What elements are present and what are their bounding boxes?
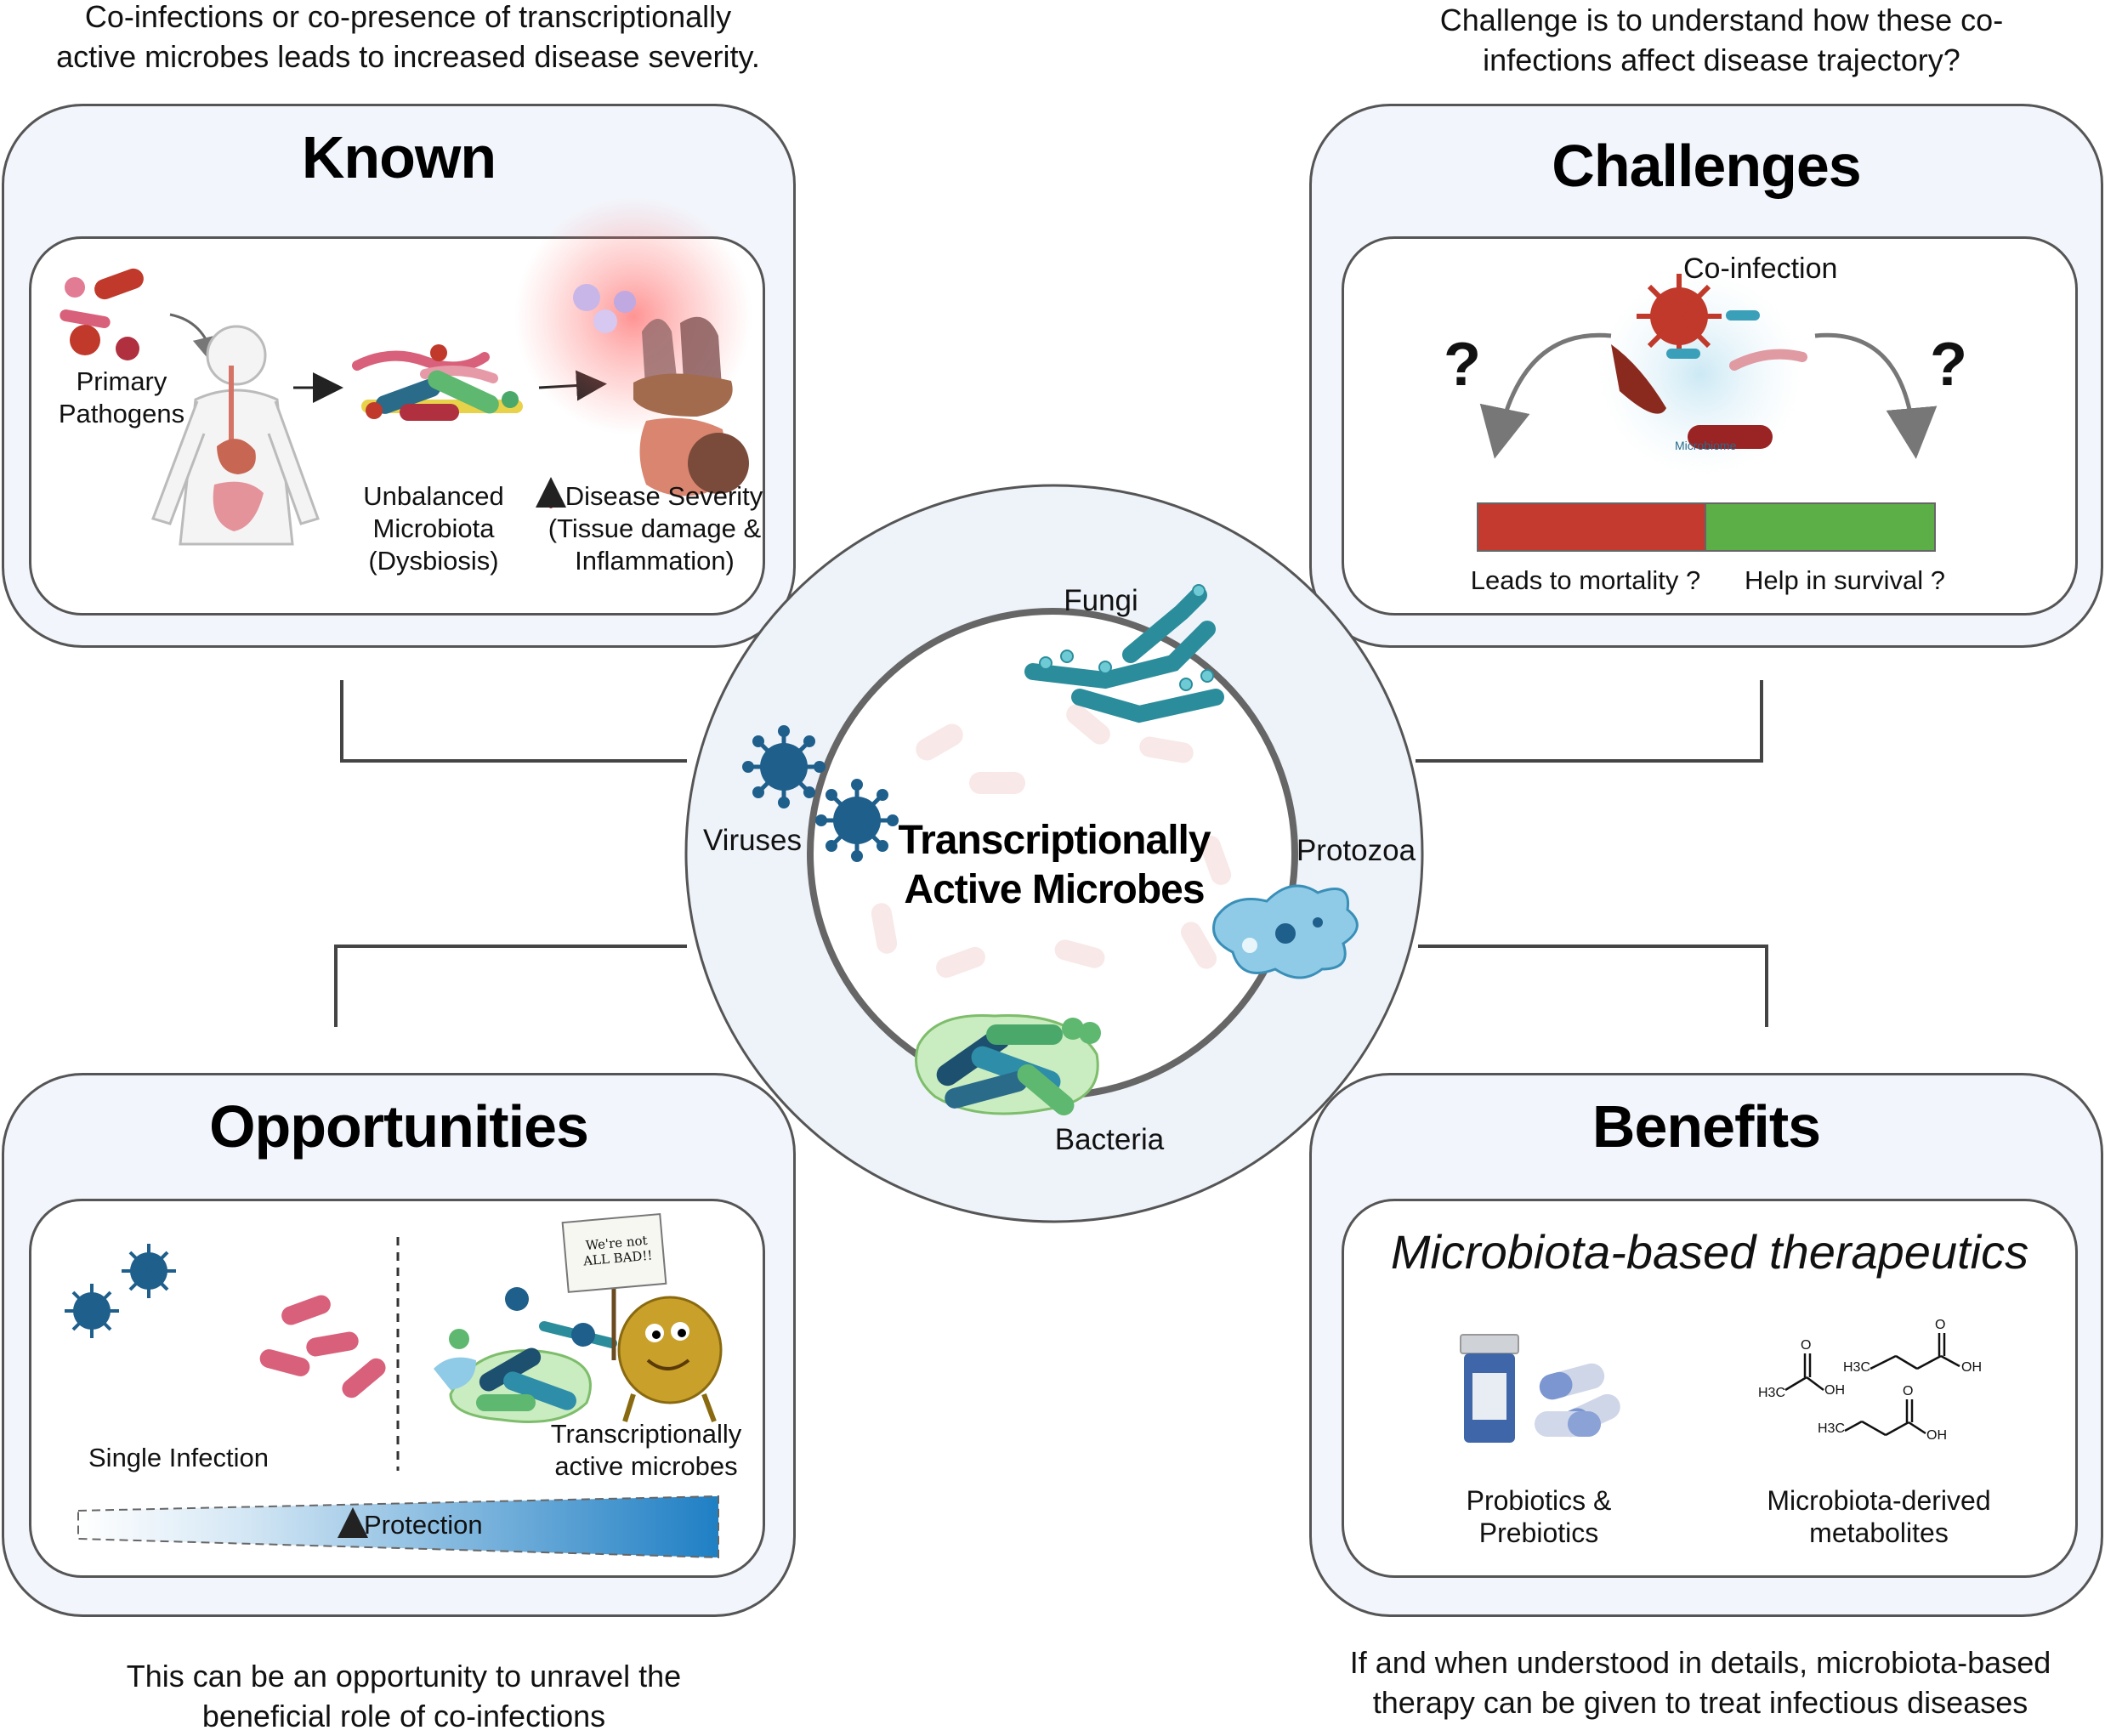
virus-center-1 — [742, 725, 826, 808]
butyrate-o: O — [1935, 1318, 1946, 1332]
bacteria-cluster-center — [915, 1013, 1101, 1115]
microbiome-tag: Microbiome — [1675, 439, 1737, 452]
butyrate-oh: OH — [1961, 1360, 1982, 1375]
acetate-structure — [1784, 1353, 1824, 1392]
dysbiosis-illustration — [352, 344, 523, 421]
propionate-oh: OH — [1926, 1428, 1947, 1443]
survival-label: Help in survival ? — [1744, 565, 1946, 595]
fungi-illustration — [1024, 587, 1224, 723]
therapeutics-subtitle: Microbiota-based therapeutics — [1390, 1225, 2029, 1279]
caption-challenges: Challenge is to understand how these co-… — [1439, 3, 2004, 77]
capsules-icon — [1535, 1363, 1620, 1438]
single-infection-viruses — [65, 1244, 176, 1338]
digestive-tract-icon — [213, 366, 264, 531]
mortality-bar — [1477, 502, 1706, 552]
propionate-o: O — [1903, 1384, 1914, 1398]
acetate-o: O — [1801, 1338, 1812, 1353]
single-infection-label: Single Infection — [88, 1443, 269, 1472]
question-mark-right: ? — [1930, 331, 1967, 399]
primary-pathogens-cluster — [60, 268, 144, 360]
bacteria-label: Bacteria — [1054, 1123, 1165, 1156]
organs-illustration — [573, 284, 749, 496]
connector-known — [340, 680, 687, 763]
active-microbes-cluster — [434, 1287, 617, 1423]
pill-bottle-icon — [1460, 1334, 1519, 1443]
caption-benefits: If and when understood in details, micro… — [1349, 1645, 2051, 1720]
protection-gradient-bar — [77, 1495, 719, 1559]
coinfection-label: Co-infection — [1683, 252, 1838, 285]
coinfection-microbes — [1611, 310, 1807, 449]
pathogen-arrow — [169, 313, 223, 367]
fungi-spores — [1039, 584, 1214, 691]
fungi-label: Fungi — [1064, 584, 1138, 617]
virus-center-2 — [815, 779, 899, 862]
butyrate-structure — [1870, 1333, 1960, 1370]
probiotics-label: Probiotics & Prebiotics — [1466, 1485, 1612, 1548]
curved-arrow-right — [1814, 332, 1938, 459]
disease-severity-label: Disease Severity (Tissue damage & Inflam… — [548, 481, 763, 576]
question-mark-left: ? — [1444, 331, 1481, 399]
caption-known: Co-infections or co-presence of transcri… — [56, 0, 760, 74]
opportunities-title: Opportunities — [209, 1093, 589, 1160]
protozoa-illustration — [1212, 884, 1359, 979]
propionate-structure — [1844, 1399, 1926, 1437]
caption-opportunities: This can be an opportunity to unravel th… — [126, 1659, 682, 1733]
survival-bar — [1705, 502, 1936, 552]
challenges-title: Challenges — [1552, 133, 1861, 199]
curved-arrow-left — [1479, 332, 1612, 459]
acetate-oh: OH — [1824, 1383, 1845, 1398]
center-title: Transcriptionally Active Microbes — [898, 818, 1211, 912]
protection-label: Protection — [364, 1510, 483, 1540]
connector-challenges — [1416, 680, 1763, 763]
viruses-label: Viruses — [702, 824, 803, 857]
propionate-h3c: H3C — [1818, 1421, 1846, 1436]
connector-opportunities — [334, 945, 687, 1027]
connector-lines — [334, 680, 1768, 1027]
human-body-icon — [151, 325, 320, 546]
benefits-title: Benefits — [1592, 1093, 1821, 1160]
mortality-label: Leads to mortality ? — [1470, 565, 1701, 595]
coinfection-virus — [1637, 274, 1722, 359]
protest-sign — [561, 1213, 667, 1360]
metabolites-label: Microbiota-derived metabolites — [1767, 1485, 1991, 1548]
active-microbes-label: Transcriptionally active microbes — [550, 1419, 742, 1481]
butyrate-h3c: H3C — [1843, 1360, 1871, 1375]
happy-microbe-character — [617, 1296, 723, 1423]
protozoa-label: Protozoa — [1296, 834, 1416, 867]
acetate-h3c: H3C — [1758, 1386, 1786, 1400]
faint-bacteria — [871, 704, 1232, 979]
single-infection-bacteria — [259, 1295, 386, 1398]
dysbiosis-label: Unbalanced Microbiota (Dysbiosis) — [363, 481, 504, 576]
connector-benefits — [1418, 945, 1768, 1027]
known-title: Known — [301, 124, 496, 190]
primary-pathogens-label: Primary Pathogens — [58, 366, 185, 428]
